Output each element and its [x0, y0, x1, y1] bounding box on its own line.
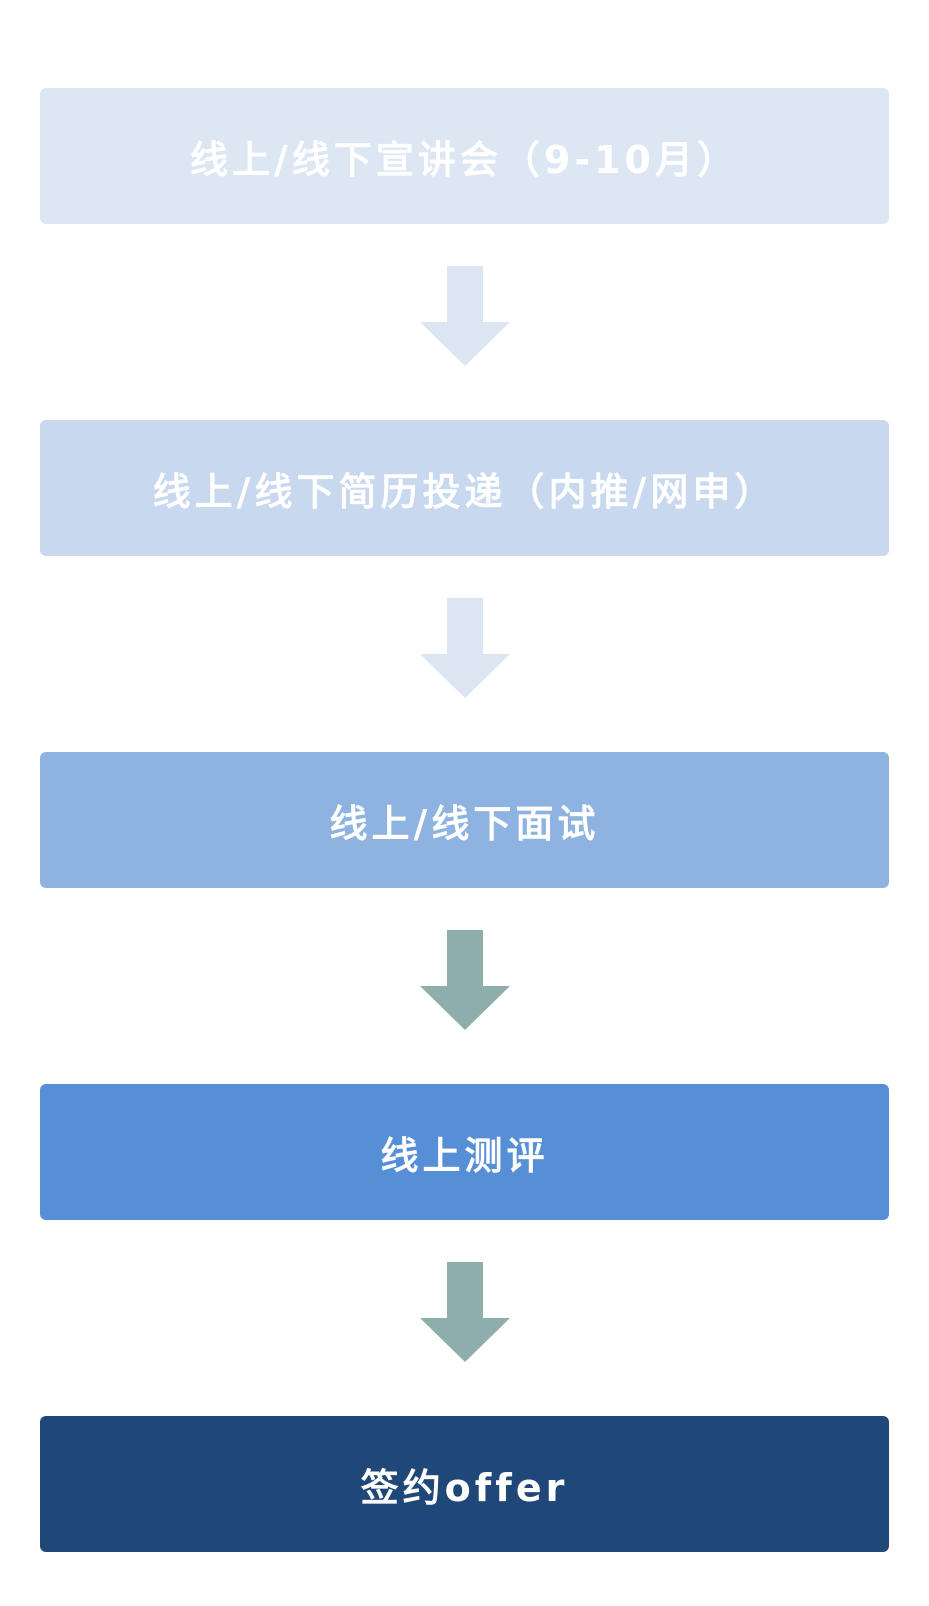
flow-step-resume: 线上/线下简历投递（内推/网申）	[40, 420, 889, 556]
flow-step-offer: 签约offer	[40, 1416, 889, 1552]
down-arrow-icon	[420, 930, 510, 1030]
flow-step-label: 线上/线下面试	[329, 801, 600, 846]
arrow-shape	[420, 266, 510, 366]
flow-step-label: 线上/线下简历投递（内推/网申）	[152, 469, 777, 514]
flow-step-interview: 线上/线下面试	[40, 752, 889, 888]
flow-step-label: 线上测评	[380, 1133, 549, 1178]
down-arrow-icon	[420, 266, 510, 366]
down-arrow-icon	[420, 1262, 510, 1362]
arrow-shape	[420, 1262, 510, 1362]
flow-step-briefing: 线上/线下宣讲会（9-10月）	[40, 88, 889, 224]
arrow-shape	[420, 598, 510, 698]
flow-step-assessment: 线上测评	[40, 1084, 889, 1220]
down-arrow-icon	[420, 598, 510, 698]
arrow-shape	[420, 930, 510, 1030]
flow-step-label: 签约offer	[360, 1465, 569, 1510]
flow-step-label: 线上/线下宣讲会（9-10月）	[190, 137, 739, 182]
